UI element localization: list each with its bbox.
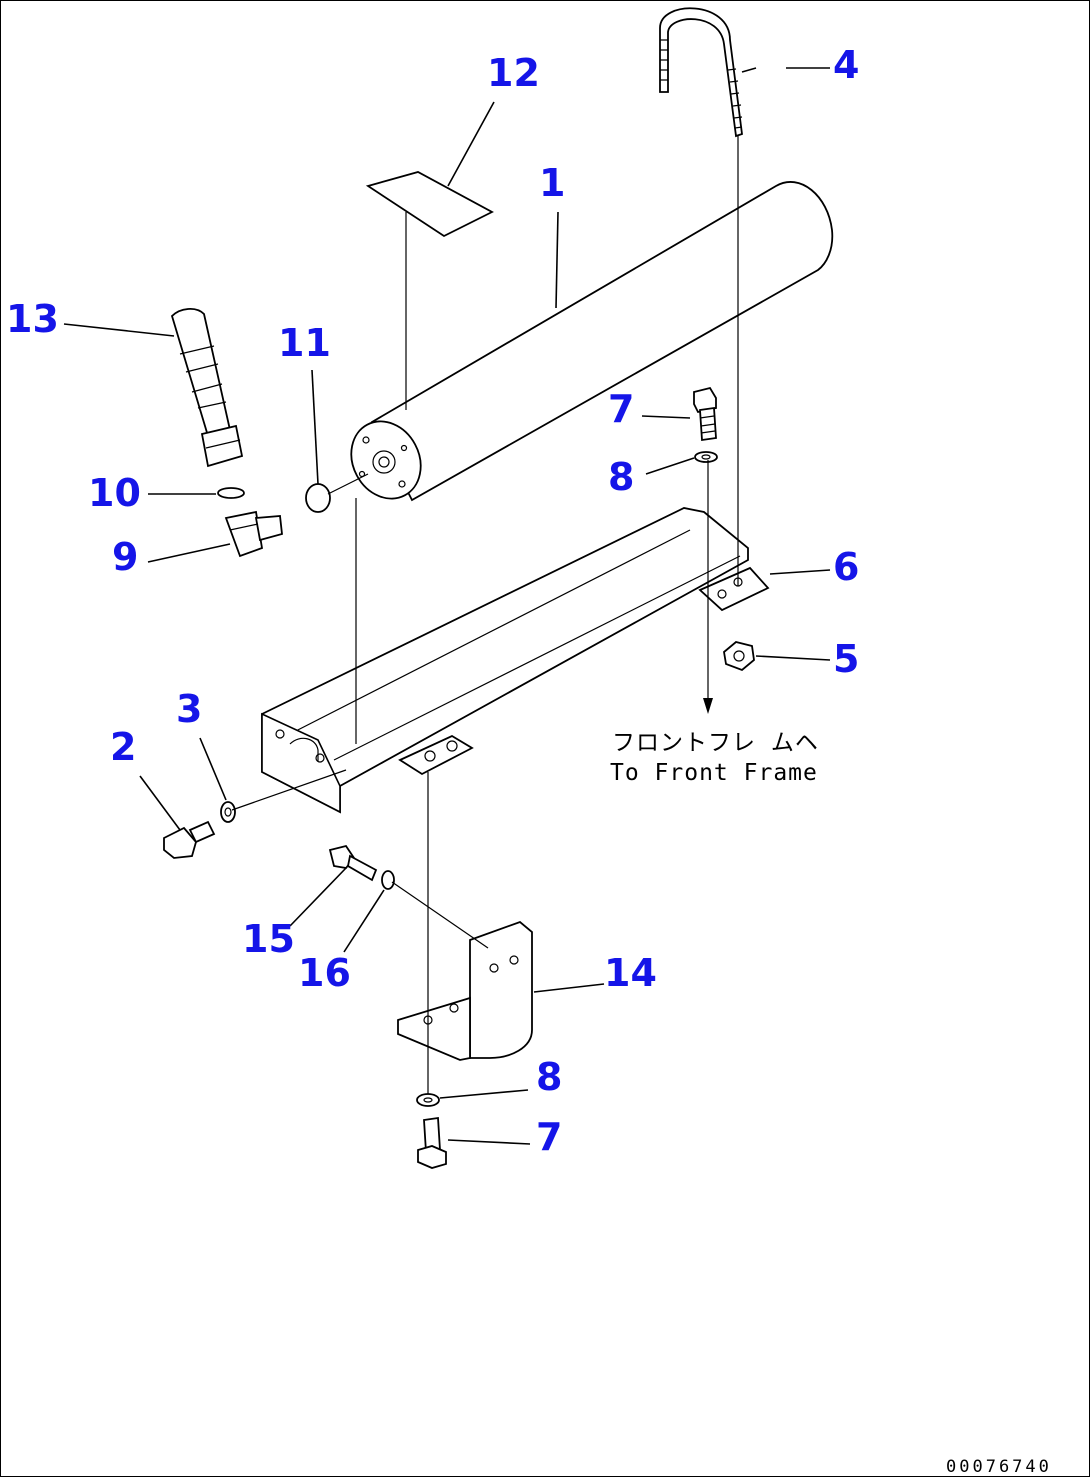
callout-12: 12	[487, 51, 540, 95]
arrow-head-icon	[703, 698, 713, 714]
callout-13: 13	[6, 297, 59, 341]
part-14-l-bracket	[397, 920, 533, 1061]
part-1-cylinder	[350, 181, 834, 502]
callout-5: 5	[833, 637, 859, 681]
callout-11: 11	[278, 321, 331, 365]
callout-9: 9	[112, 535, 138, 579]
callout-2: 2	[110, 725, 136, 769]
leader-lines	[63, 67, 831, 1145]
part-2-bolt	[163, 820, 216, 859]
note-to-front-frame: To Front Frame	[610, 760, 818, 786]
drawing-code: 00076740	[946, 1457, 1052, 1477]
part-10-o-ring	[217, 487, 245, 499]
note-japanese: フロントフレ ムヘ	[612, 730, 819, 756]
part-7-bolt-bottom	[417, 1116, 447, 1169]
callout-8-bottom: 8	[536, 1055, 562, 1099]
callout-7-top: 7	[608, 387, 634, 431]
part-11-cap	[305, 483, 331, 513]
part-15-bolt	[328, 844, 378, 882]
callout-4: 4	[833, 43, 859, 87]
callout-15: 15	[242, 917, 295, 961]
part-7-bolt-top	[693, 386, 717, 442]
assembly-lines	[231, 136, 739, 1094]
callout-1: 1	[539, 161, 565, 205]
callout-16: 16	[298, 951, 351, 995]
callout-10: 10	[88, 471, 141, 515]
part-12-label-plate	[365, 171, 494, 238]
callout-8-top: 8	[608, 455, 634, 499]
part-8-washer-bottom	[416, 1093, 440, 1107]
callout-6: 6	[833, 545, 859, 589]
part-16-washer	[381, 870, 395, 890]
part-4-u-bolt	[659, 7, 743, 138]
part-13-hose	[170, 308, 244, 468]
part-3-washer	[220, 801, 236, 823]
part-8-washer-top	[694, 451, 718, 463]
callout-numbers: 1 2 3 4 5 6 7 7 8 8 9 10 11 12 13 14 15 …	[6, 43, 859, 1159]
callout-14: 14	[604, 951, 657, 995]
part-9-elbow	[224, 510, 283, 558]
callout-7-bottom: 7	[536, 1115, 562, 1159]
part-5-nut	[723, 641, 755, 672]
callout-3: 3	[176, 687, 202, 731]
part-6-cradle-bracket	[261, 507, 770, 814]
